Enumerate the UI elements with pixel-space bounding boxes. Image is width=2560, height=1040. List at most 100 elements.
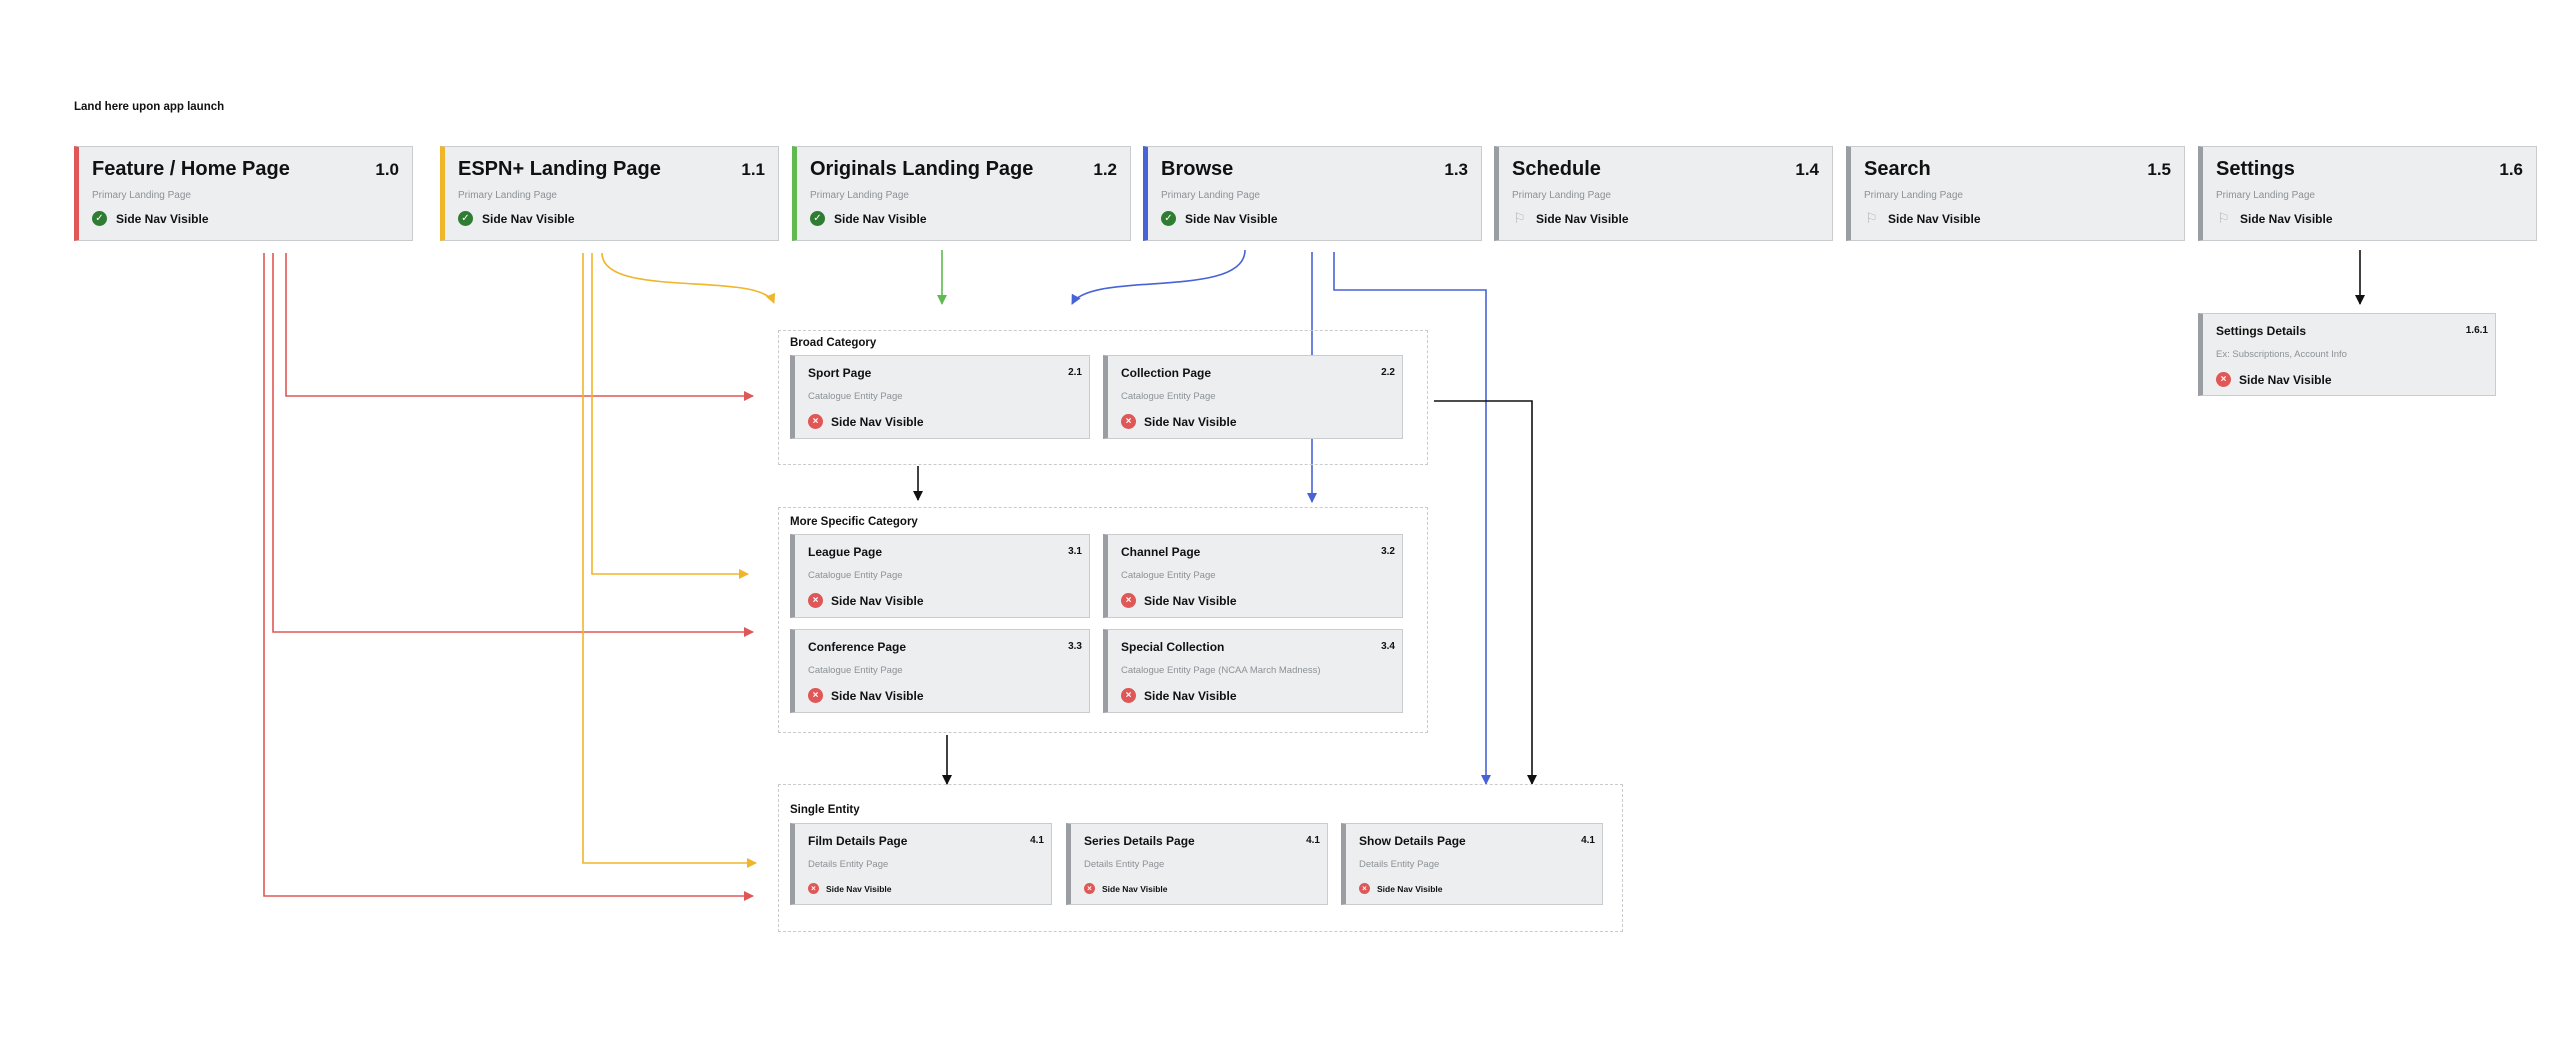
card-subtitle: Catalogue Entity Page xyxy=(808,570,903,581)
close-icon: × xyxy=(808,883,819,894)
card-film-details-page[interactable]: Film Details Page 4.1 Details Entity Pag… xyxy=(790,823,1052,905)
card-number: 2.2 xyxy=(1381,367,1395,378)
check-icon: ✓ xyxy=(810,211,825,226)
card-collection-page[interactable]: Collection Page 2.2 Catalogue Entity Pag… xyxy=(1103,355,1403,439)
card-subtitle: Primary Landing Page xyxy=(810,190,909,201)
close-icon: × xyxy=(1121,593,1136,608)
card-number: 1.0 xyxy=(375,160,399,179)
side-nav-status: ⚐Side Nav Visible xyxy=(1513,210,1629,226)
arrow-collection-to-single xyxy=(1434,400,1537,785)
side-nav-status: ×Side Nav Visible xyxy=(808,593,924,608)
arrow-home-to-film xyxy=(263,253,754,901)
card-settings[interactable]: Settings 1.6 Primary Landing Page ⚐Side … xyxy=(2198,146,2537,241)
side-nav-status: ×Side Nav Visible xyxy=(2216,372,2332,387)
card-subtitle: Catalogue Entity Page xyxy=(808,391,903,402)
card-browse[interactable]: Browse 1.3 Primary Landing Page ✓Side Na… xyxy=(1143,146,1482,241)
arrow-espn-to-single xyxy=(582,253,757,868)
side-nav-status: ×Side Nav Visible xyxy=(808,688,924,703)
card-number: 1.6.1 xyxy=(2465,325,2488,336)
side-nav-status: ×Side Nav Visible xyxy=(1121,593,1237,608)
card-title: Show Details Page xyxy=(1359,834,1466,848)
card-number: 1.6 xyxy=(2499,160,2523,179)
card-subtitle: Catalogue Entity Page xyxy=(1121,570,1216,581)
card-number: 4.1 xyxy=(1306,835,1320,846)
card-espn-plus-landing[interactable]: ESPN+ Landing Page 1.1 Primary Landing P… xyxy=(440,146,779,241)
check-icon: ✓ xyxy=(92,211,107,226)
close-icon: × xyxy=(1359,883,1370,894)
check-icon: ✓ xyxy=(1161,211,1176,226)
card-series-details-page[interactable]: Series Details Page 4.1 Details Entity P… xyxy=(1066,823,1328,905)
card-subtitle: Primary Landing Page xyxy=(1161,190,1260,201)
card-title: Settings Details xyxy=(2216,324,2307,338)
card-number: 3.1 xyxy=(1068,546,1082,557)
arrow-browse-to-single xyxy=(1333,252,1491,785)
card-subtitle: Ex: Subscriptions, Account Info xyxy=(2216,349,2347,360)
card-special-collection[interactable]: Special Collection 3.4 Catalogue Entity … xyxy=(1103,629,1403,713)
card-title: Originals Landing Page xyxy=(810,158,1034,180)
group-label-broad-category: Broad Category xyxy=(790,337,877,349)
close-icon: × xyxy=(808,414,823,429)
card-search[interactable]: Search 1.5 Primary Landing Page ⚐Side Na… xyxy=(1846,146,2185,241)
side-nav-status: ×Side Nav Visible xyxy=(808,414,924,429)
arrow-browse-to-broad xyxy=(1071,249,1246,305)
card-number: 2.1 xyxy=(1068,367,1082,378)
card-number: 1.2 xyxy=(1093,160,1117,179)
group-single-entity xyxy=(778,784,1623,932)
card-title: Conference Page xyxy=(808,640,907,654)
side-nav-status: ×Side Nav Visible xyxy=(1121,688,1237,703)
close-icon: × xyxy=(1121,688,1136,703)
card-originals-landing[interactable]: Originals Landing Page 1.2 Primary Landi… xyxy=(792,146,1131,241)
card-number: 1.1 xyxy=(741,160,765,179)
close-icon: × xyxy=(808,688,823,703)
card-subtitle: Primary Landing Page xyxy=(2216,190,2315,201)
card-sport-page[interactable]: Sport Page 2.1 Catalogue Entity Page ×Si… xyxy=(790,355,1090,439)
card-channel-page[interactable]: Channel Page 3.2 Catalogue Entity Page ×… xyxy=(1103,534,1403,618)
card-title: Schedule xyxy=(1512,158,1601,180)
card-subtitle: Catalogue Entity Page (NCAA March Madnes… xyxy=(1121,665,1321,676)
check-icon: ✓ xyxy=(458,211,473,226)
card-title: ESPN+ Landing Page xyxy=(458,158,661,180)
card-subtitle: Primary Landing Page xyxy=(458,190,557,201)
card-number: 4.1 xyxy=(1030,835,1044,846)
side-nav-status: ⚐Side Nav Visible xyxy=(2217,210,2333,226)
flag-icon: ⚐ xyxy=(1865,210,1878,226)
card-subtitle: Primary Landing Page xyxy=(1864,190,1963,201)
card-number: 3.3 xyxy=(1068,641,1082,652)
close-icon: × xyxy=(1121,414,1136,429)
flag-icon: ⚐ xyxy=(2217,210,2230,226)
card-title: Sport Page xyxy=(808,366,872,380)
card-feature-home[interactable]: Feature / Home Page 1.0 Primary Landing … xyxy=(74,146,413,241)
close-icon: × xyxy=(2216,372,2231,387)
card-title: League Page xyxy=(808,545,883,559)
card-number: 1.5 xyxy=(2147,160,2171,179)
flag-icon: ⚐ xyxy=(1513,210,1526,226)
arrow-espn-to-specific xyxy=(591,253,749,579)
card-title: Feature / Home Page xyxy=(92,158,290,180)
card-settings-details[interactable]: Settings Details 1.6.1 Ex: Subscriptions… xyxy=(2198,313,2496,396)
card-conference-page[interactable]: Conference Page 3.3 Catalogue Entity Pag… xyxy=(790,629,1090,713)
card-show-details-page[interactable]: Show Details Page 4.1 Details Entity Pag… xyxy=(1341,823,1603,905)
side-nav-status: ✓Side Nav Visible xyxy=(810,211,927,226)
group-label-more-specific-category: More Specific Category xyxy=(790,516,918,528)
card-title: Film Details Page xyxy=(808,834,908,848)
group-more-specific-category xyxy=(778,507,1428,733)
arrow-home-to-sport xyxy=(285,253,754,401)
card-subtitle: Primary Landing Page xyxy=(92,190,191,201)
card-league-page[interactable]: League Page 3.1 Catalogue Entity Page ×S… xyxy=(790,534,1090,618)
card-schedule[interactable]: Schedule 1.4 Primary Landing Page ⚐Side … xyxy=(1494,146,1833,241)
close-icon: × xyxy=(1084,883,1095,894)
arrow-espn-to-broad xyxy=(601,252,776,304)
card-title: Collection Page xyxy=(1121,366,1212,380)
group-broad-category xyxy=(778,330,1428,465)
launch-note: Land here upon app launch xyxy=(74,101,225,113)
card-subtitle: Catalogue Entity Page xyxy=(808,665,903,676)
card-number: 1.4 xyxy=(1795,160,1819,179)
card-title: Browse xyxy=(1161,158,1234,180)
side-nav-status: ×Side Nav Visible xyxy=(1121,414,1237,429)
card-title: Special Collection xyxy=(1121,640,1225,654)
side-nav-status: ✓Side Nav Visible xyxy=(92,211,209,226)
side-nav-status: ×Side Nav Visible xyxy=(808,883,892,894)
card-subtitle: Catalogue Entity Page xyxy=(1121,391,1216,402)
card-title: Settings xyxy=(2216,158,2295,180)
side-nav-status: ⚐Side Nav Visible xyxy=(1865,210,1981,226)
